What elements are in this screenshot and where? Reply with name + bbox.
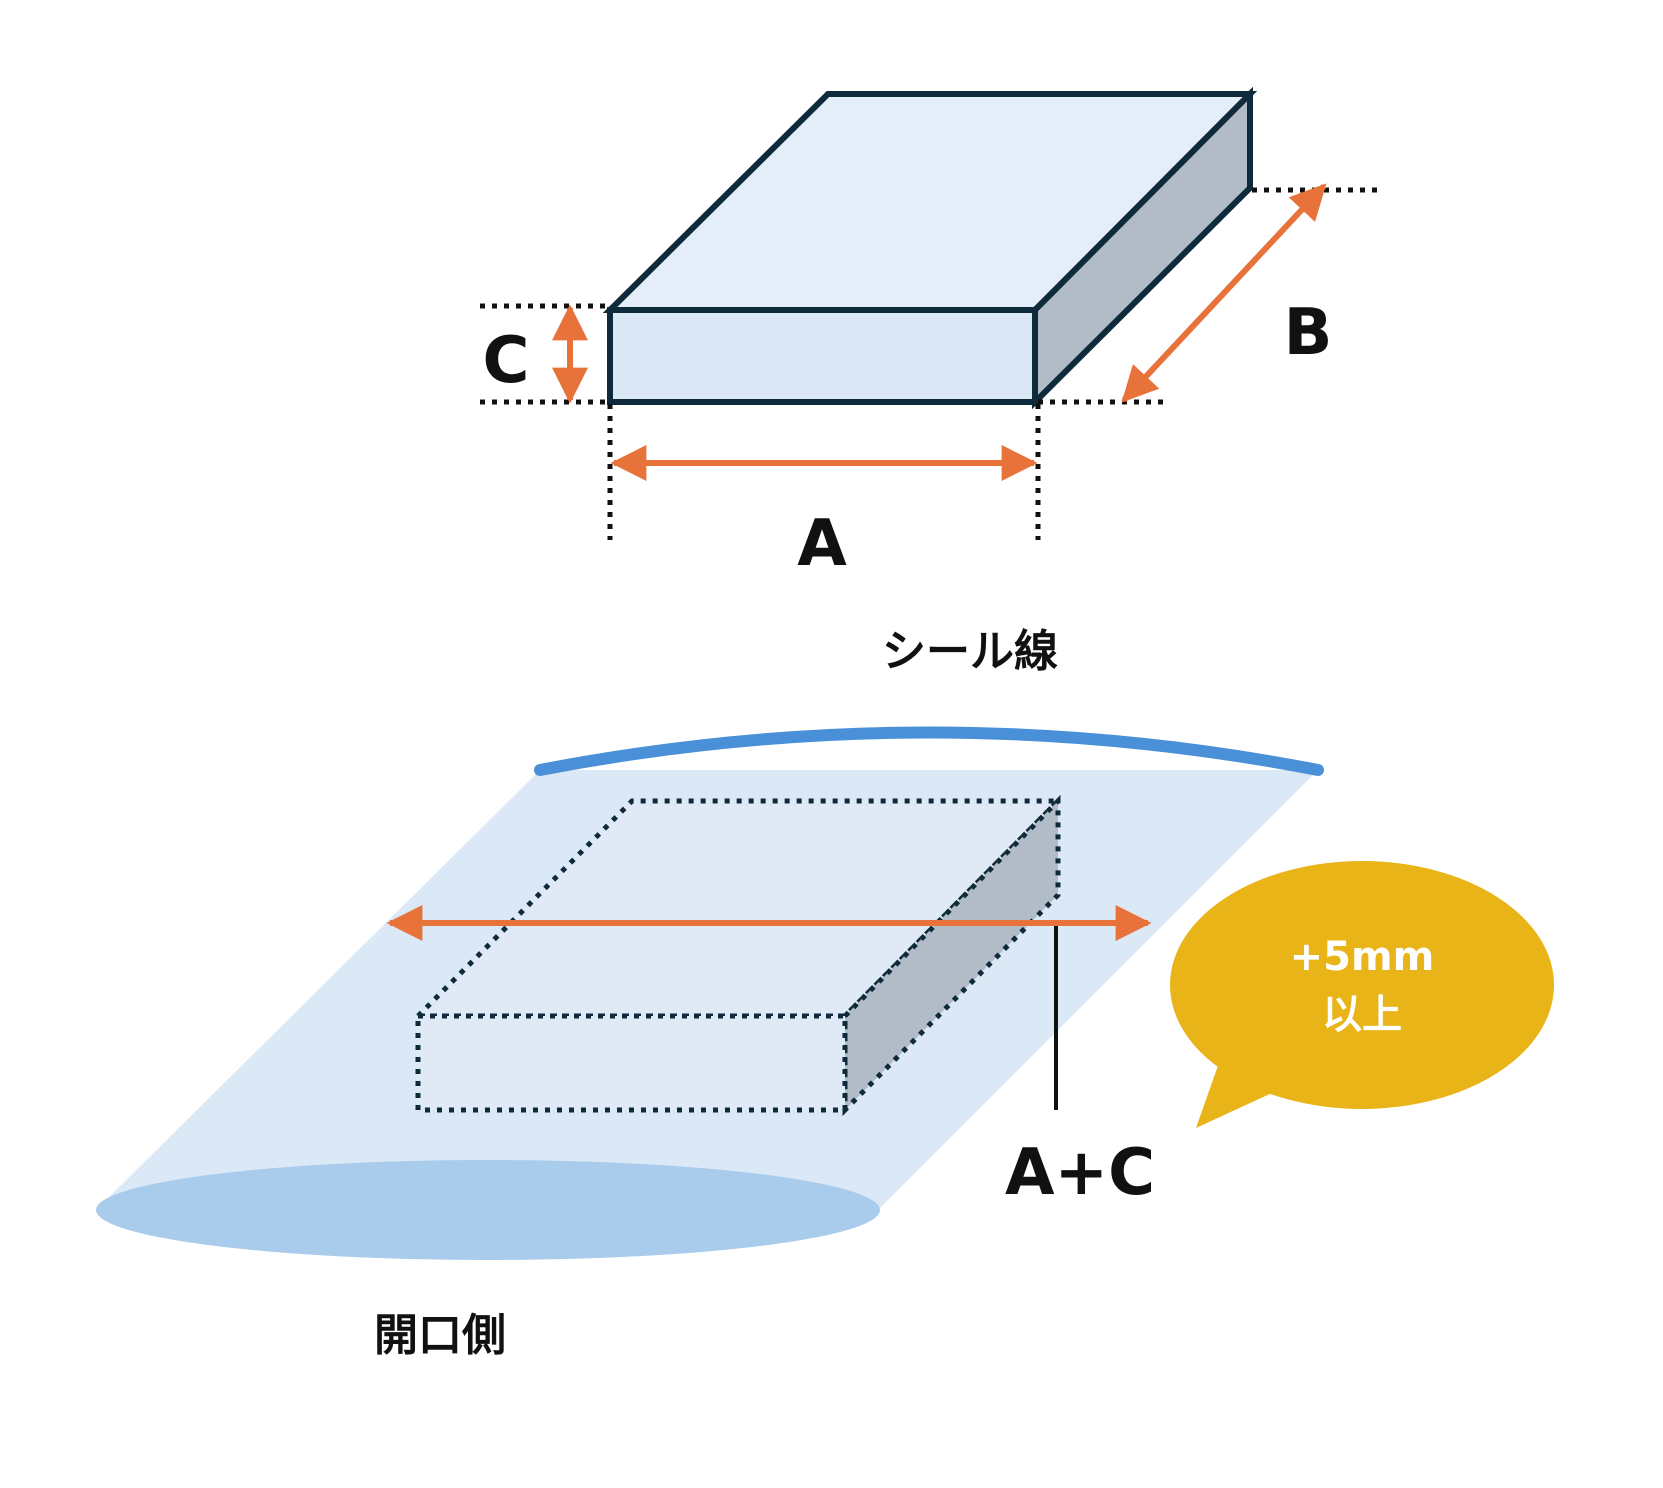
bubble-text-line1: +5mm [1290,934,1435,980]
label-seal-line: シール線 [882,626,1058,677]
label-dim-c: C [483,324,530,398]
box-front-face [607,307,1038,405]
opening-ellipse [96,1160,880,1260]
bubble-text-line2: 以上 [1322,992,1402,1038]
label-dim-a: A [797,507,847,581]
seal-line [534,726,1324,776]
dimension-arrows [552,183,1327,481]
label-dim-b: B [1284,296,1333,370]
speech-bubble-body [1170,861,1554,1109]
arrow-dim-b [1121,183,1327,403]
box-3d [602,86,1258,410]
label-opening-side: 開口側 [374,1310,506,1361]
inner-box-side-face [842,794,1061,1117]
speech-bubble: +5mm 以上 [1170,861,1554,1128]
label-bag-width: A+C [1005,1136,1155,1210]
inner-box-front-face [415,1013,848,1113]
